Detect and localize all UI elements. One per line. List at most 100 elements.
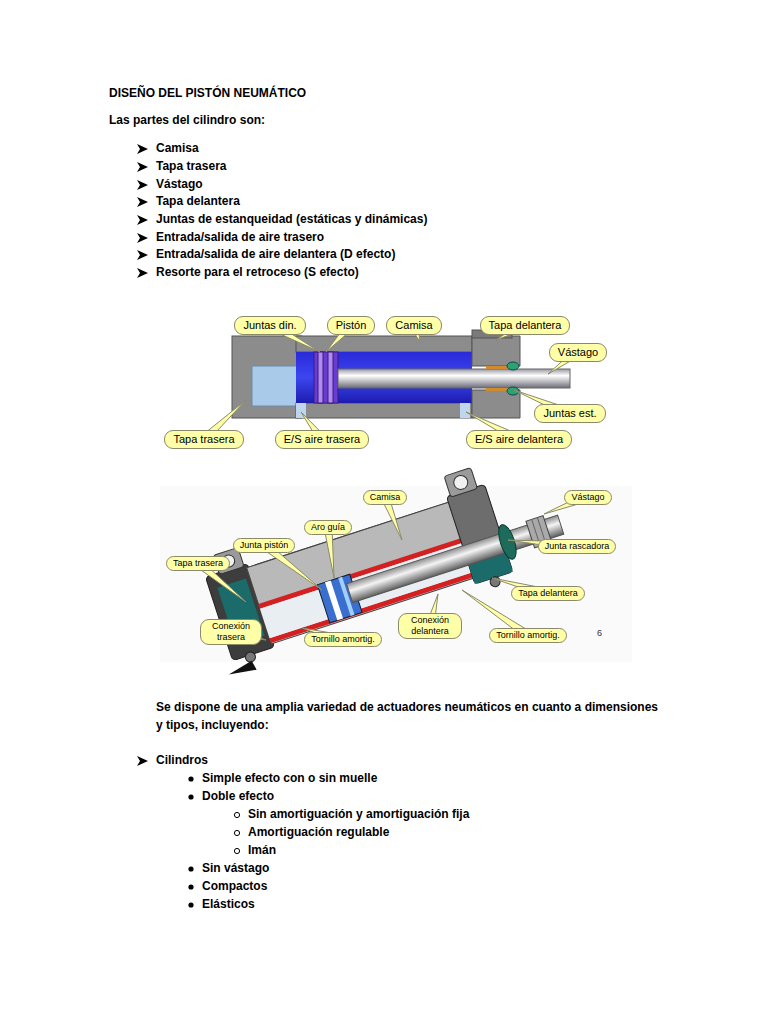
- callout-label: Pistón: [336, 319, 367, 332]
- body-text: Se dispone de una amplia variedad de act…: [156, 698, 658, 734]
- list-item: Imán: [248, 842, 276, 859]
- barrel-wall: [296, 403, 472, 418]
- body-text: Las partes del cilindro son:: [109, 112, 265, 129]
- callout-bubble: Pistón: [327, 316, 376, 335]
- callout-label: Tapa trasera: [173, 433, 234, 446]
- piston-seal: [328, 352, 333, 403]
- list-item: Simple efecto con o sin muelle: [202, 770, 377, 787]
- callout-label: Tornillo amortig.: [311, 634, 375, 645]
- page-title: DISEÑO DEL PISTÓN NEUMÁTICO: [109, 85, 306, 102]
- callout-bubble: Tapa trasera: [166, 556, 230, 571]
- callout-label: Tapa delantera: [518, 588, 578, 599]
- callout-bubble: E/S aire delantera: [466, 430, 572, 449]
- callout-label: Vástago: [571, 492, 604, 503]
- bushing: [486, 388, 510, 391]
- callout-label: Aro guía: [311, 522, 345, 533]
- port-boss: [444, 468, 477, 498]
- list-item: Juntas de estanqueidad (estáticas y diná…: [156, 211, 427, 228]
- callout-label: Camisa: [370, 492, 401, 503]
- arrow-bullet: [137, 756, 148, 766]
- callout-bubble: Juntas din.: [234, 316, 305, 335]
- arrow-bullet: [137, 144, 148, 154]
- callout-bubble: Conexión trasera: [200, 619, 262, 645]
- callout-label: Tapa delantera: [489, 319, 562, 332]
- list-item: Tapa delantera: [156, 193, 240, 210]
- rod: [338, 369, 570, 388]
- piston: [314, 352, 338, 403]
- list-item: Cilindros: [156, 752, 208, 769]
- static-seal: [507, 362, 519, 370]
- dot-bullet: [188, 794, 193, 799]
- circle-bullet: [234, 848, 239, 853]
- callout-bubble: Tapa delantera: [511, 586, 585, 601]
- bushing: [486, 366, 510, 369]
- callout-bubble: Vástago: [549, 343, 607, 362]
- arrow-bullet: [137, 180, 148, 190]
- callout-label: Juntas din.: [243, 319, 296, 332]
- callout-bubble: Camisa: [363, 490, 408, 505]
- list-item: Sin vástago: [202, 860, 269, 877]
- callout-label: Camisa: [395, 319, 432, 332]
- circle-bullet: [234, 830, 239, 835]
- callout-label: Tornillo amortig.: [496, 630, 560, 641]
- callout-label: Junta pistón: [240, 540, 289, 551]
- callout-bubble: Tornillo amortig.: [304, 632, 382, 647]
- cushion-screw: [244, 651, 257, 664]
- dot-bullet: [188, 866, 193, 871]
- cylinder-cutaway: [160, 447, 632, 679]
- callout-bubble: E/S aire trasera: [275, 430, 369, 449]
- callout-label: E/S aire delantera: [475, 433, 563, 446]
- list-item: Elásticos: [202, 896, 255, 913]
- callout-label: Vástago: [558, 346, 598, 359]
- list-item: Camisa: [156, 140, 199, 157]
- rear-port: [252, 366, 302, 406]
- callout-bubble: Tapa trasera: [164, 430, 243, 449]
- callout-bubble: Aro guía: [304, 520, 352, 535]
- callout-label: E/S aire trasera: [284, 433, 360, 446]
- arrow-bullet: [137, 233, 148, 243]
- arrow-bullet: [137, 215, 148, 225]
- barrel-wall: [296, 336, 472, 352]
- piston-seal: [318, 352, 323, 403]
- arrow-bullet: [137, 162, 148, 172]
- callout-label: Junta rascadora: [545, 541, 610, 552]
- arrow-bullet: [137, 250, 148, 260]
- wiper-seal: [495, 523, 519, 562]
- callout-label: Juntas est.: [543, 407, 596, 420]
- list-item: Amortiguación regulable: [248, 824, 389, 841]
- arrow-bullet: [137, 268, 148, 278]
- rear-cap: [232, 336, 302, 418]
- list-item: Resorte para el retroceso (S efecto): [156, 264, 359, 281]
- list-item: Doble efecto: [202, 788, 274, 805]
- list-item: Entrada/salida de aire delantera (D efec…: [156, 246, 395, 263]
- list-item: Tapa trasera: [156, 158, 226, 175]
- dot-bullet: [188, 902, 193, 907]
- callout-bubble: Vástago: [564, 490, 611, 505]
- callout-bubble: Tornillo amortig.: [489, 628, 567, 643]
- dot-bullet: [188, 884, 193, 889]
- callout-bubble: Camisa: [386, 316, 441, 335]
- callout-label: Tapa trasera: [173, 558, 223, 569]
- list-item: Vástago: [156, 176, 203, 193]
- rear-connection: [227, 660, 257, 678]
- page-number: 6: [597, 625, 602, 642]
- callout-bubble: Tapa delantera: [480, 316, 571, 335]
- cushion-screw: [489, 575, 502, 588]
- dot-bullet: [188, 776, 193, 781]
- list-item: Compactos: [202, 878, 267, 895]
- callout-label: Conexión delantera: [405, 615, 455, 637]
- list-item: Entrada/salida de aire trasero: [156, 229, 324, 246]
- piston-seal: [325, 580, 343, 620]
- list-item: Sin amortiguación y amortiguación fija: [248, 806, 469, 823]
- cylinder-section: [160, 298, 608, 466]
- arrow-bullet: [137, 197, 148, 207]
- callout-label: Conexión trasera: [207, 621, 255, 643]
- callout-bubble: Conexión delantera: [398, 613, 462, 639]
- circle-bullet: [234, 812, 239, 817]
- front-air-port: [460, 403, 470, 418]
- callout-bubble: Junta pistón: [233, 538, 296, 553]
